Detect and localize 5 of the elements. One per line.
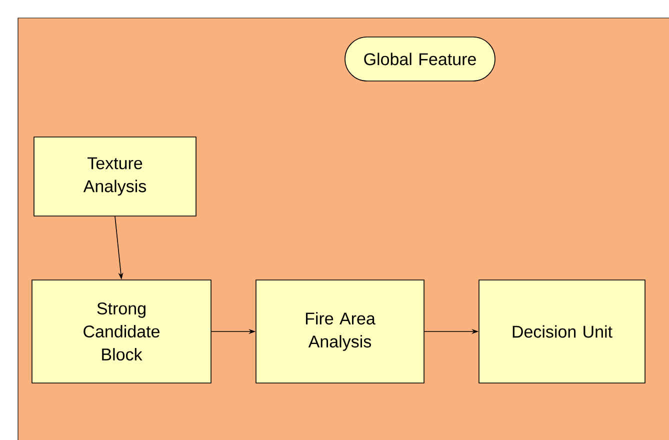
title-pill: Global Feature xyxy=(344,36,496,82)
process-box: Decision Unit xyxy=(478,280,646,384)
process-box: Fire Area Analysis xyxy=(256,280,424,384)
process-box: Texture Analysis xyxy=(34,136,196,216)
process-box: Strong Candidate Block xyxy=(32,280,212,384)
